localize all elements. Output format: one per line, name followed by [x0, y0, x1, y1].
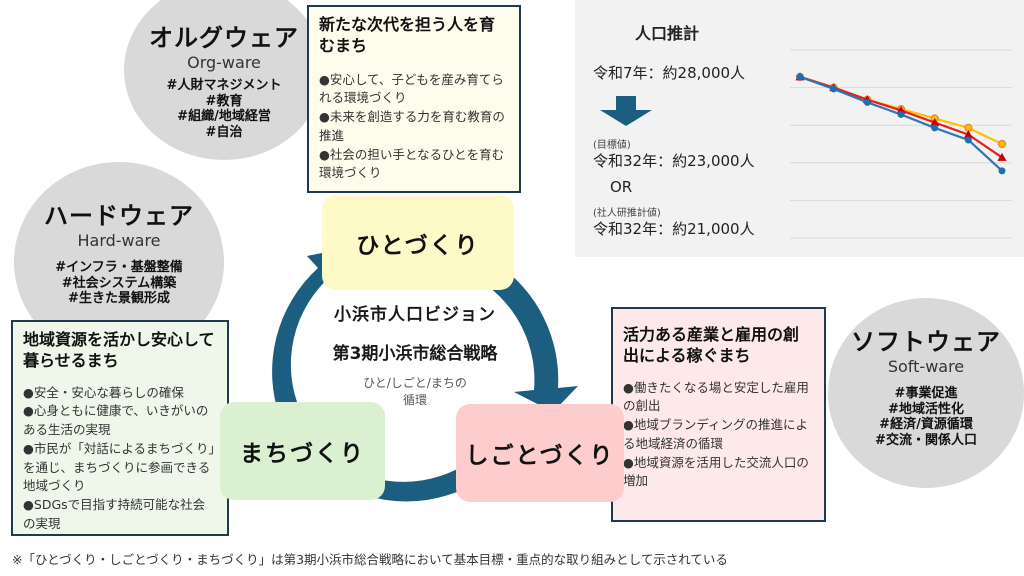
- hardware-tag: #社会システム構築: [61, 275, 177, 291]
- software-tag: #地域活性化: [888, 401, 964, 417]
- software-circle: ソフトウェア Soft-ware #事業促進 #地域活性化 #経済/資源循環 #…: [828, 298, 1024, 488]
- shigoto-item: ●働きたくなる場と安定した雇用の創出: [623, 379, 809, 414]
- hardware-tag: #インフラ・基盤整備: [55, 260, 183, 275]
- target-label: (目標値): [593, 140, 631, 151]
- hito-pill: ひとづくり: [322, 195, 514, 290]
- data-point-red: [997, 152, 1007, 161]
- machi-pill: まちづくり: [220, 402, 385, 500]
- machi-item: ●心身ともに健康で、いきがいのある生活の実現: [23, 403, 209, 438]
- center-sub: ひと/しごと/まちの: [363, 376, 467, 390]
- machi-item: ●市民が「対話によるまちづくり」を通じ、まちづくりに参画できる地域づくり: [23, 440, 215, 494]
- hito-box-title: 新たな次代を担う人を育むまち: [319, 15, 496, 55]
- software-tag: #経済/資源循環: [879, 417, 973, 433]
- machi-detail-box: 地域資源を活かし安心して暮らせるまち ●安全・安心な暮らしの確保 ●心身ともに健…: [11, 320, 229, 536]
- orgware-circle: オルグウェア Org-ware #人財マネジメント #教育 #組織/地域経営 #…: [124, 0, 324, 160]
- arrow-machi-to-hito: [272, 248, 347, 418]
- population-title: 人口推計: [635, 24, 700, 43]
- hito-box-items: ●安心して、子どもを産み育てられる環境づくり ●未来を創造する力を育む教育の推進…: [319, 71, 509, 184]
- data-point-blue: [863, 98, 871, 106]
- ipss-label: (社人研推計値): [593, 208, 661, 219]
- software-tags: #事業促進 #地域活性化 #経済/資源循環 #交流・関係人口: [828, 386, 1024, 448]
- machi-box-title: 地域資源を活かし安心して暮らせるまち: [23, 330, 215, 370]
- or-label: OR: [610, 178, 633, 196]
- data-point-red: [963, 130, 973, 139]
- software-subtitle: Soft-ware: [887, 357, 965, 376]
- center-text: 小浜市人口ビジョン 第3期小浜市総合戦略 ひと/しごと/まちの 循環: [300, 300, 530, 408]
- shigoto-item: ●地域ブランディングの推進による地域経済の循環: [623, 417, 809, 451]
- hito-detail-box: 新たな次代を担う人を育むまち ●安心して、子どもを産み育てられる環境づくり ●未…: [307, 5, 521, 193]
- orgware-tag: #組織/地域経営: [177, 109, 271, 125]
- software-title: ソフトウェア: [851, 328, 1001, 356]
- data-point-red: [930, 118, 940, 127]
- shigoto-box-items: ●働きたくなる場と安定した雇用の創出 ●地域ブランディングの推進による地域経済の…: [623, 379, 814, 492]
- hardware-title: ハードウェア: [44, 202, 194, 230]
- software-tag: #事業促進: [894, 386, 958, 401]
- shigoto-detail-box: 活力ある産業と雇用の創出による稼ぐまち ●働きたくなる場と安定した雇用の創出 ●…: [611, 307, 826, 522]
- population-ipss: 令和32年：約21,000人: [593, 220, 755, 238]
- orgware-tags: #人財マネジメント #教育 #組織/地域経営 #自治: [124, 78, 324, 140]
- shigoto-item: ●地域資源を活用した交流人口の増加: [623, 454, 809, 489]
- center-sub2: 循環: [402, 393, 427, 407]
- footnote: ※「ひとづくり・しごとづくり・まちづくり」は第3期小浜市総合戦略において基本目標…: [12, 552, 728, 567]
- hito-item: ●安心して、子どもを産み育てられる環境づくり: [319, 71, 504, 106]
- data-point-blue: [964, 136, 972, 144]
- data-point-blue: [897, 110, 905, 118]
- orgware-subtitle: Org-ware: [187, 53, 261, 72]
- shigoto-pill: しごとづくり: [456, 404, 624, 502]
- orgware-tag: #自治: [205, 124, 243, 140]
- machi-box-items: ●安全・安心な暮らしの確保 ●心身ともに健康で、いきがいのある生活の実現 ●市民…: [23, 384, 217, 534]
- machi-item: ●SDGsで目指す持続可能な社会の実現: [23, 497, 206, 531]
- shigoto-box-title: 活力ある産業と雇用の創出による稼ぐまち: [623, 325, 800, 365]
- population-target: 令和32年：約23,000人: [593, 152, 755, 170]
- center-title: 小浜市人口ビジョン: [334, 305, 496, 325]
- machi-item: ●安全・安心な暮らしの確保: [23, 384, 184, 400]
- hardware-tag: #生きた景観形成: [68, 291, 170, 307]
- arrow-hito-to-shigoto: [482, 264, 578, 412]
- software-tag: #交流・関係人口: [875, 432, 977, 448]
- population-panel: 人口推計 令和7年：約28,000人 (目標値) 令和32年：約23,000人 …: [575, 0, 1024, 257]
- data-point-blue: [796, 73, 804, 81]
- center-strategy: 第3期小浜市総合戦略: [332, 344, 498, 364]
- hito-item: ●未来を創造する力を育む教育の推進: [319, 109, 505, 143]
- population-chart: [790, 49, 1012, 239]
- data-point-blue: [931, 124, 939, 132]
- down-arrow-icon: [600, 96, 652, 126]
- hardware-subtitle: Hard-ware: [77, 231, 161, 250]
- orgware-title: オルグウェア: [149, 24, 299, 52]
- data-point-orange: [997, 139, 1007, 149]
- population-current: 令和7年：約28,000人: [593, 64, 746, 82]
- hito-item: ●社会の担い手となるひとを育む環境づくり: [319, 146, 505, 181]
- orgware-tag: #人財マネジメント: [166, 78, 282, 93]
- hardware-tags: #インフラ・基盤整備 #社会システム構築 #生きた景観形成: [14, 260, 224, 307]
- data-point-blue: [830, 85, 838, 93]
- data-point-blue: [998, 167, 1006, 175]
- orgware-tag: #教育: [205, 93, 243, 109]
